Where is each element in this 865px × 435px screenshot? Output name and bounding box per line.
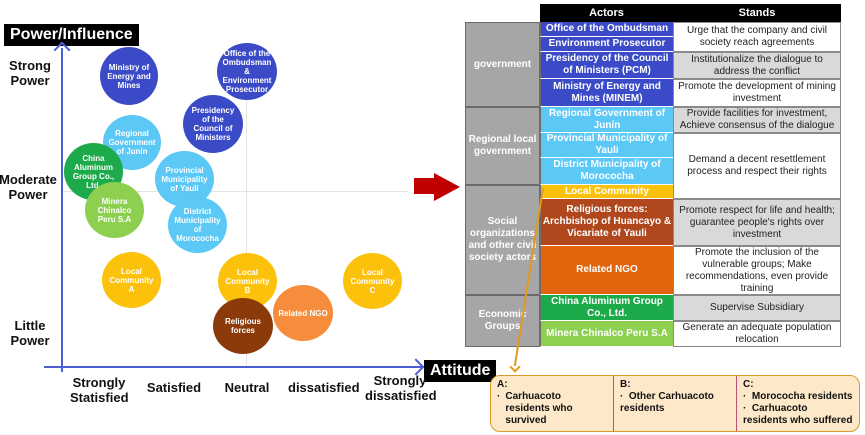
- connector-arrow-icon: [509, 361, 521, 373]
- stand-minem: Promote the development of mining invest…: [673, 79, 841, 107]
- group-government: government: [465, 22, 540, 107]
- red-arrow-head-icon: [434, 173, 460, 201]
- legend-c-item-1-text: Morococha residents: [751, 391, 853, 402]
- legend-b: B: · Other Carhuacoto residents: [613, 376, 736, 431]
- actor-china-aluminum: China Aluminum Group Co., Ltd.: [540, 295, 673, 321]
- legend-a-title: A:: [497, 379, 508, 390]
- bubble-religious-forces: Religious forces: [213, 298, 273, 354]
- stand-religious-forces: Promote respect for life and health; gua…: [673, 199, 841, 246]
- red-arrow-icon: [414, 178, 434, 194]
- bubble-local-community-a: Local Community A: [102, 252, 161, 308]
- x-axis-line: [44, 366, 422, 368]
- stand-municipalities-community: Demand a decent resettlement process and…: [673, 133, 841, 199]
- legend-c-title: C:: [743, 379, 754, 390]
- x-label-dissatisfied: dissatisfied: [288, 380, 360, 395]
- stand-pcm: Institutionalize the dialogue to address…: [673, 52, 841, 79]
- actor-regional-gov-junin: Regional Government of Junín: [540, 107, 673, 133]
- legend-b-item: · Other Carhuacoto residents: [620, 391, 714, 414]
- header-actors: Actors: [540, 4, 673, 22]
- moderate-gridline: [63, 191, 408, 192]
- community-legend-box: A: ·Carhuacoto residents who survived B:…: [490, 375, 860, 432]
- bubble-presidency-council: Presidency of the Council of Ministers: [183, 95, 243, 153]
- y-axis-line: [61, 48, 63, 372]
- actor-pcm: Presidency of the Council of Ministers (…: [540, 52, 673, 79]
- actor-district-morococha: District Municipality of Morococha: [540, 158, 673, 185]
- legend-a-item: ·Carhuacoto residents who survived: [497, 391, 607, 427]
- actor-local-community: Local Community: [540, 185, 673, 199]
- legend-a: A: ·Carhuacoto residents who survived: [491, 376, 613, 431]
- actor-religious-forces: Religious forces: Archbishop of Huancayo…: [540, 199, 673, 246]
- legend-b-item-text: Other Carhuacoto residents: [620, 391, 714, 414]
- legend-b-title: B:: [620, 379, 631, 390]
- x-axis-title: Attitude: [424, 360, 497, 382]
- stand-regional-gov: Provide facilities for investment, Achie…: [673, 107, 841, 133]
- bubble-district-morococha: District Municipality of Morococha: [168, 197, 227, 253]
- y-label-little: Little Power: [10, 318, 50, 348]
- x-label-satisfied: Satisfied: [146, 380, 202, 395]
- y-axis-title: Power/Influence: [4, 24, 139, 46]
- bubble-ombudsman-prosecutor: Office of the Ombudsman & Environment Pr…: [217, 43, 277, 100]
- stand-related-ngo: Promote the inclusion of the vulnerable …: [673, 246, 841, 295]
- y-label-strong: Strong Power: [9, 58, 51, 88]
- group-economic-groups: Economic Groups: [465, 295, 540, 347]
- stand-china-aluminum: Supervise Subsidiary: [673, 295, 841, 321]
- x-label-strongly-satisfied: Strongly Statisfied: [70, 375, 129, 405]
- bubble-minera-chinalco: Minera Chinalco Peru S.A: [85, 182, 144, 238]
- actor-ombudsman: Office of the Ombudsman: [540, 22, 673, 37]
- bubble-ministry-energy-mines: Ministry of Energy and Mines: [100, 47, 158, 105]
- header-stands: Stands: [673, 4, 841, 22]
- x-label-neutral: Neutral: [224, 380, 270, 395]
- actor-minem: Ministry of Energy and Mines (MINEM): [540, 79, 673, 107]
- legend-c: C: · Morococha residents · Carhuacoto re…: [736, 376, 859, 431]
- actor-related-ngo: Related NGO: [540, 246, 673, 295]
- stand-ombudsman-prosecutor: Urge that the company and civil society …: [673, 22, 841, 52]
- y-label-moderate: Moderate Power: [0, 172, 57, 202]
- group-regional-local-government: Regional local government: [465, 107, 540, 185]
- legend-a-item-text: Carhuacoto residents who survived: [505, 391, 573, 426]
- bubble-local-community-c: Local Community C: [343, 253, 402, 309]
- x-label-strongly-dissatisfied: Strongly dissatisfied: [365, 373, 437, 403]
- legend-c-item-2-text: Carhuacoto residents who suffered: [743, 403, 853, 426]
- bubble-related-ngo: Related NGO: [273, 285, 333, 341]
- legend-c-item-2: · Carhuacoto residents who suffered: [743, 403, 853, 426]
- legend-c-item-1: · Morococha residents: [743, 391, 853, 402]
- actor-minera-chinalco: Minera Chinalco Peru S.A: [540, 321, 673, 347]
- actor-provincial-yauli: Provincial Municipality of Yauli: [540, 133, 673, 158]
- stand-minera-chinalco: Generate an adequate population relocati…: [673, 321, 841, 347]
- neutral-gridline: [246, 95, 247, 365]
- actor-environment-prosecutor: Environment Prosecutor: [540, 37, 673, 52]
